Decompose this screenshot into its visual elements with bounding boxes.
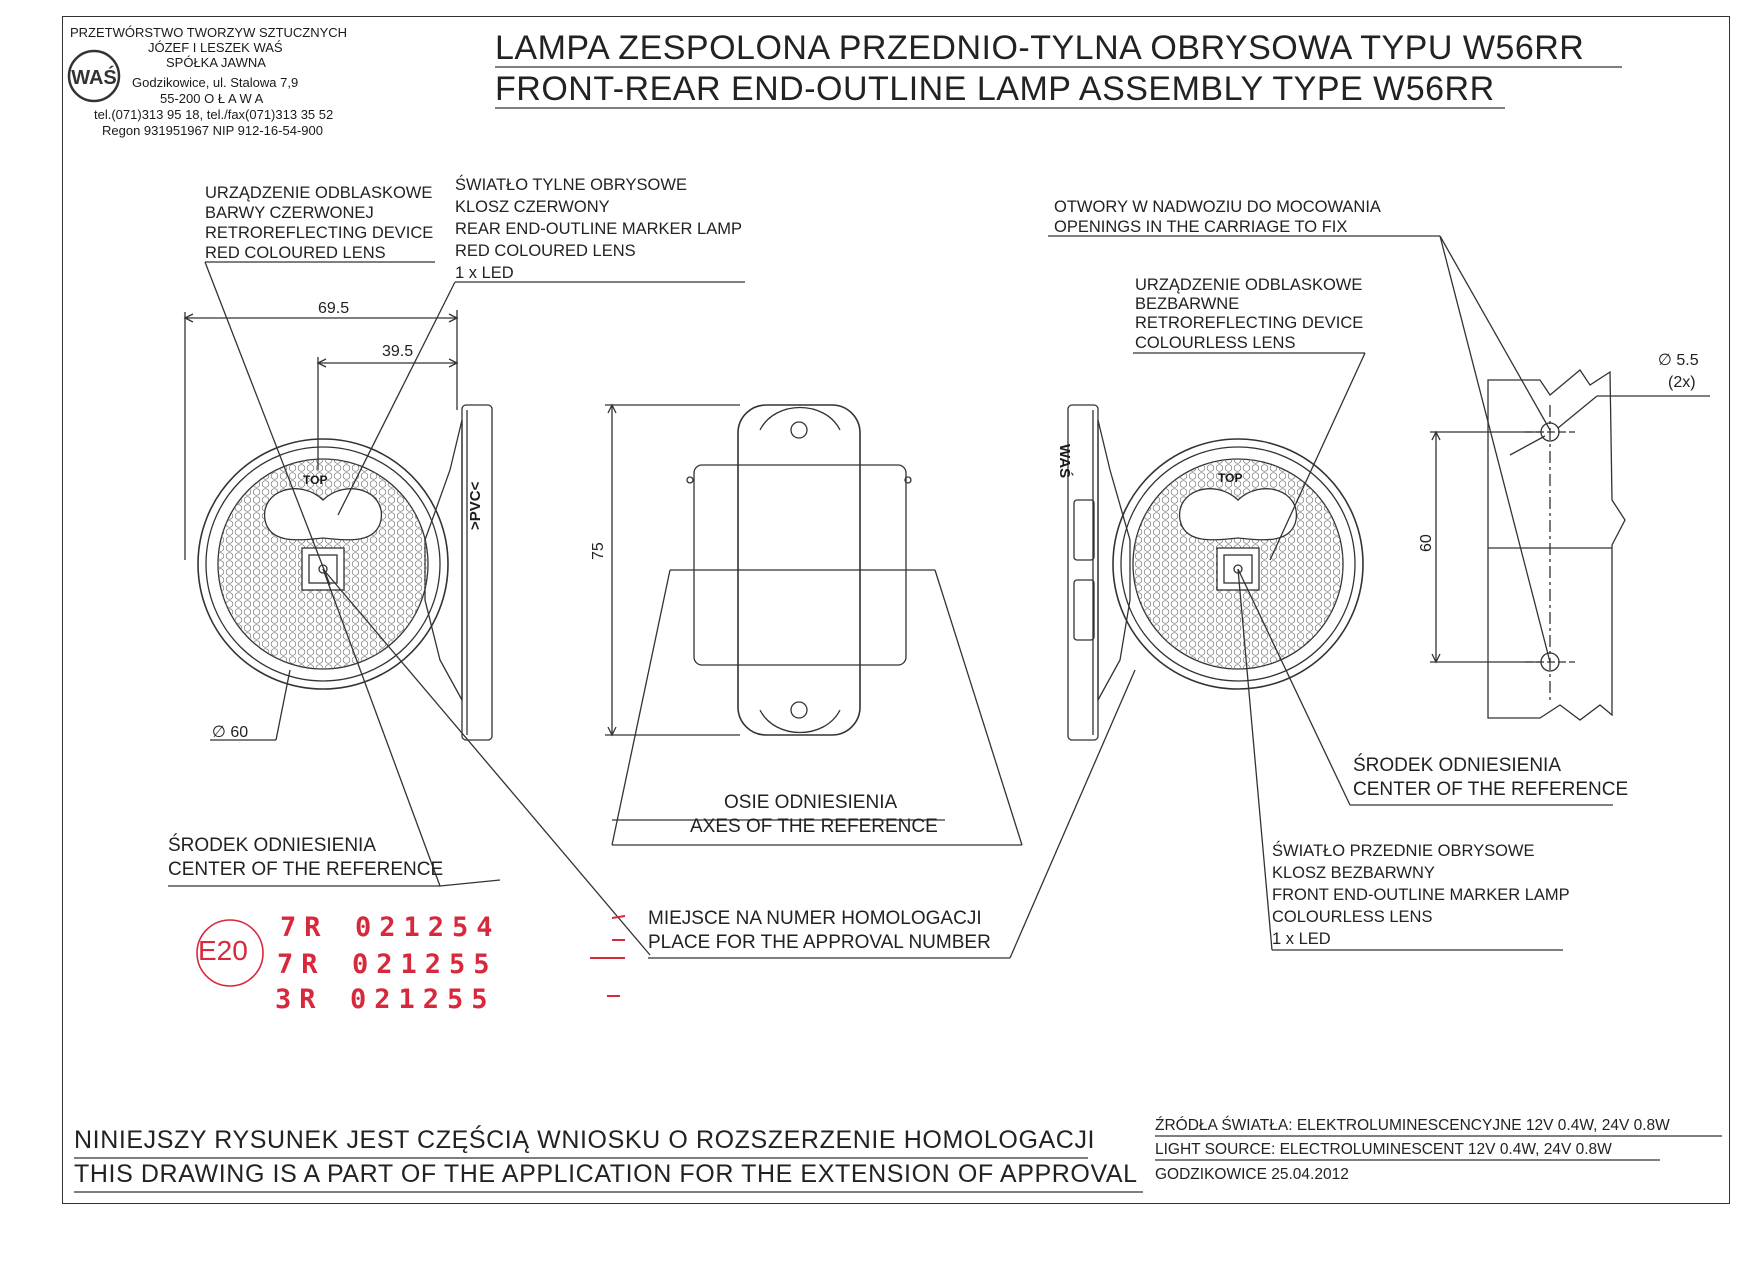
footer-note-english: THIS DRAWING IS A PART OF THE APPLICATIO… (74, 1160, 1138, 1188)
stamp-number: 021254 (355, 912, 501, 943)
top-mark-left: TOP (303, 473, 328, 487)
stamp-code: 7R (280, 912, 329, 943)
label-line: OPENINGS IN THE CARRIAGE TO FIX (1054, 218, 1348, 236)
dimension-width-partial: 39.5 (382, 343, 414, 360)
footer-note-polish: NINIEJSZY RYSUNEK JEST CZĘŚCIĄ WNIOSKU O… (74, 1126, 1096, 1154)
company-line-2: JÓZEF I LESZEK WAŚ (148, 40, 283, 55)
label-line: PLACE FOR THE APPROVAL NUMBER (648, 932, 991, 953)
label-line: COLOURLESS LENS (1135, 334, 1296, 352)
label-line: RED COLOURED LENS (455, 242, 636, 260)
label-line: 1 x LED (1272, 930, 1331, 948)
label-line: OTWORY W NADWOZIU DO MOCOWANIA (1054, 198, 1381, 216)
dimension-height: 75 (590, 542, 607, 560)
label-line: ŚWIATŁO TYLNE OBRYSOWE (455, 176, 687, 194)
dimension-width-total: 69.5 (318, 300, 350, 317)
title-polish: LAMPA ZESPOLONA PRZEDNIO-TYLNA OBRYSOWA … (495, 29, 1585, 67)
label-line: KLOSZ BEZBARWNY (1272, 864, 1435, 882)
label-line: ŚRODEK ODNIESIENIA (168, 835, 376, 856)
label-line: 1 x LED (455, 264, 514, 282)
dimension-hole-diameter: ∅ 5.5 (1658, 352, 1699, 369)
label-line: CENTER OF THE REFERENCE (1353, 779, 1629, 800)
label-line: BEZBARWNE (1135, 295, 1240, 313)
mounting-holes-detail (1430, 369, 1710, 721)
place-and-date: GODZIKOWICE 25.04.2012 (1155, 1166, 1349, 1183)
label-line: ŚWIATŁO PRZEDNIE OBRYSOWE (1272, 842, 1535, 860)
label-line: MIEJSCE NA NUMER HOMOLOGACJI (648, 908, 982, 929)
label-line: RETROREFLECTING DEVICE (205, 224, 434, 242)
stamp-code: 7R (277, 949, 326, 980)
title-english: FRONT-REAR END-OUTLINE LAMP ASSEMBLY TYP… (495, 70, 1495, 108)
company-logo: WAŚ (67, 49, 121, 103)
approval-stamp-graphic (196, 915, 626, 997)
dimension-hole-count: (2x) (1668, 374, 1696, 391)
label-line: FRONT END-OUTLINE MARKER LAMP (1272, 886, 1570, 904)
dimension-diameter: ∅ 60 (212, 724, 249, 741)
company-phone: tel.(071)313 95 18, tel./fax(071)313 35 … (94, 107, 334, 122)
label-line: CENTER OF THE REFERENCE (168, 859, 444, 880)
label-line: KLOSZ CZERWONY (455, 198, 610, 216)
pvc-mark: >PVC< (467, 481, 484, 530)
label-line: REAR END-OUTLINE MARKER LAMP (455, 220, 742, 238)
drawing-frame (62, 16, 1730, 1204)
company-line-4: Godzikowice, ul. Stalowa 7,9 (132, 75, 299, 90)
label-line: AXES OF THE REFERENCE (690, 816, 938, 837)
dimension-hole-spacing: 60 (1418, 534, 1435, 552)
label-line: URZĄDZENIE ODBLASKOWE (1135, 276, 1363, 294)
e-mark: E20 (198, 935, 248, 966)
svg-text:WAŚ: WAŚ (71, 65, 117, 89)
stamp-number: 021255 (352, 949, 498, 980)
company-registry: Regon 931951967 NIP 912-16-54-900 (102, 123, 323, 138)
label-line: RED COLOURED LENS (205, 244, 386, 262)
company-line-1: PRZETWÓRSTWO TWORZYW SZTUCZNYCH (70, 25, 348, 40)
left-lamp-view (168, 261, 745, 956)
label-line: COLOURLESS LENS (1272, 908, 1433, 926)
stamp-number: 021255 (350, 984, 496, 1015)
stamp-code: 3R (275, 984, 324, 1015)
company-line-5: 55-200 O Ł A W A (160, 91, 264, 106)
light-source-english: LIGHT SOURCE: ELECTROLUMINESCENT 12V 0.4… (1155, 1141, 1612, 1158)
label-line: RETROREFLECTING DEVICE (1135, 314, 1364, 332)
label-line: OSIE ODNIESIENIA (724, 792, 898, 813)
brand-mark: WAŚ (1056, 444, 1073, 479)
label-line: ŚRODEK ODNIESIENIA (1353, 755, 1561, 776)
middle-side-view (605, 403, 1136, 959)
top-mark-right: TOP (1218, 471, 1243, 485)
light-source-polish: ŹRÓDŁA ŚWIATŁA: ELEKTROLUMINESCENCYJNE 1… (1155, 1117, 1670, 1134)
label-line: URZĄDZENIE ODBLASKOWE (205, 184, 433, 202)
label-line: BARWY CZERWONEJ (205, 204, 374, 222)
right-lamp-view (1048, 235, 1613, 951)
company-line-3: SPÓŁKA JAWNA (166, 55, 266, 70)
